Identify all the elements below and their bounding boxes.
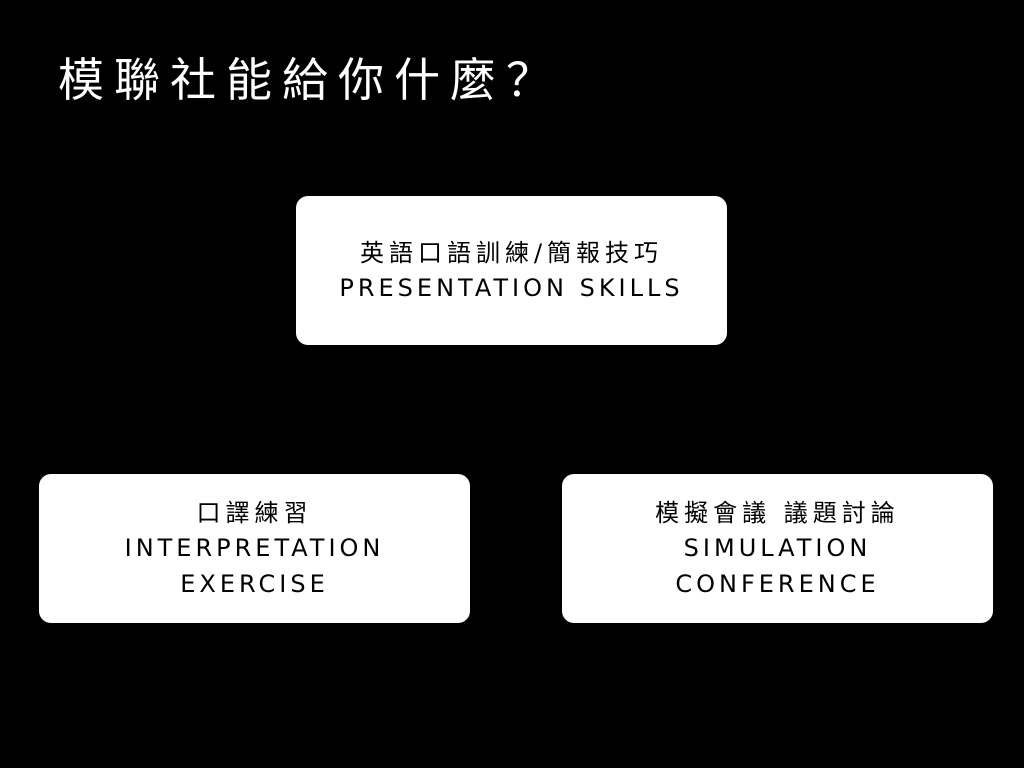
- presentation-skills-box: 英語口語訓練/簡報技巧 PRESENTATION SKILLS: [296, 196, 727, 345]
- simulation-conference-english-line-1: SIMULATION: [683, 533, 872, 562]
- interpretation-exercise-box: 口譯練習 INTERPRETATION EXERCISE: [39, 474, 470, 623]
- simulation-conference-chinese-label: 模擬會議 議題討論: [655, 498, 900, 527]
- simulation-conference-box: 模擬會議 議題討論 SIMULATION CONFERENCE: [562, 474, 993, 623]
- interpretation-exercise-chinese-label: 口譯練習: [196, 498, 313, 527]
- presentation-skills-english-label: PRESENTATION SKILLS: [339, 273, 684, 302]
- presentation-skills-chinese-label: 英語口語訓練/簡報技巧: [359, 238, 664, 267]
- slide-title: 模聯社能給你什麼？: [58, 53, 562, 107]
- simulation-conference-english-line-2: CONFERENCE: [675, 569, 880, 598]
- interpretation-exercise-english-line-1: INTERPRETATION: [124, 533, 385, 562]
- interpretation-exercise-english-line-2: EXERCISE: [180, 569, 329, 598]
